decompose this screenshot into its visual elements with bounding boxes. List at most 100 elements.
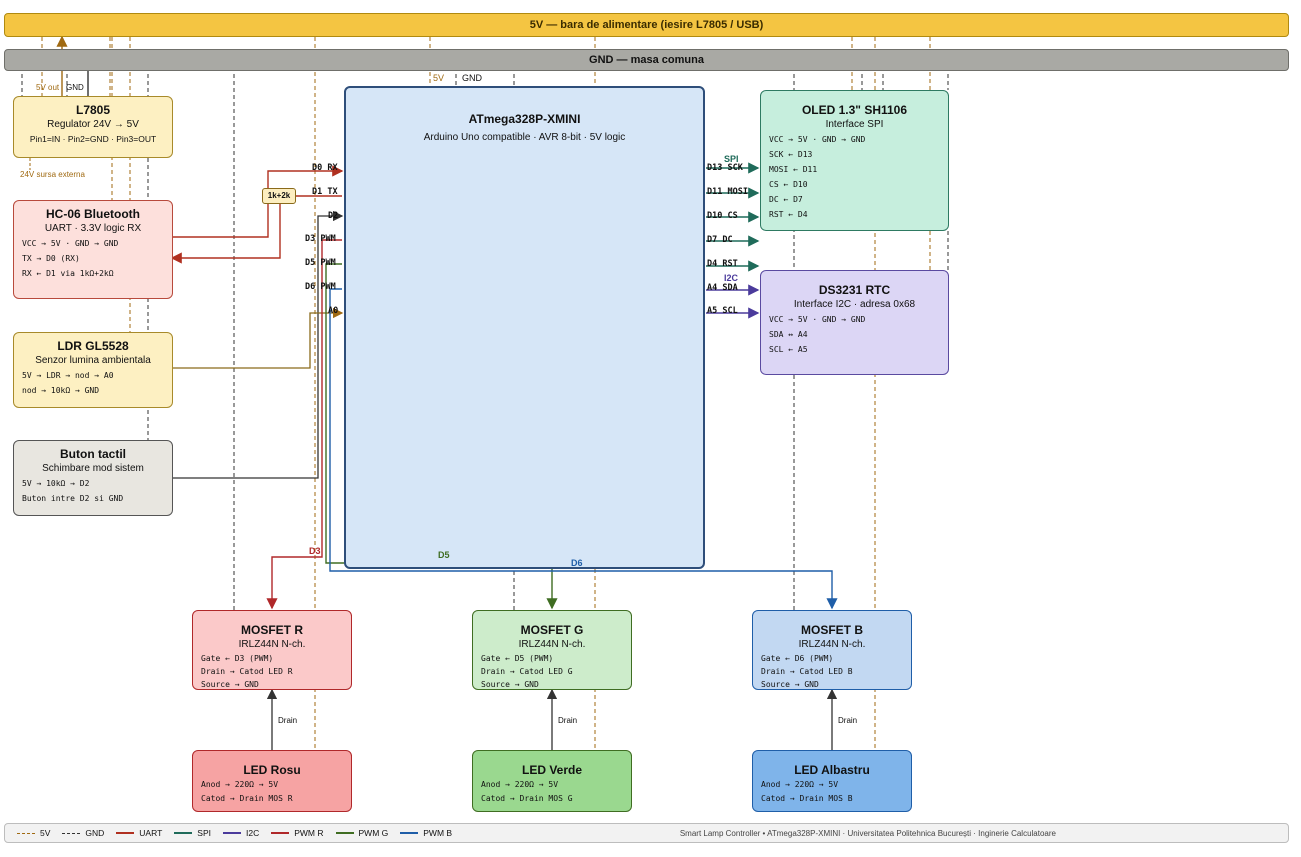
l7805-5v-out-label: 5V out: [36, 83, 60, 92]
pin-d5-pwm: D5 PWM: [305, 258, 336, 268]
mosfet-b-line: Drain → Catod LED B: [761, 667, 853, 676]
pin-d6-pwm: D6 PWM: [305, 282, 336, 292]
l7805-regulator-block: L7805 Regulator 24V → 5V Pin1=IN · Pin2=…: [13, 96, 173, 158]
led-blue-line: Anod → 220Ω → 5V: [761, 780, 839, 789]
5v-power-rail: 5V — bara de alimentare (iesire L7805 / …: [4, 13, 1289, 37]
pin-a4-sda: A4 SDA: [707, 283, 738, 293]
led-red-block: LED Rosu Anod → 220Ω → 5V Catod → Drain …: [192, 750, 352, 812]
oled-line: DC ← D7: [769, 195, 803, 204]
ext-24v-label: 24V sursa externa: [20, 170, 85, 179]
mosfet-g-subtitle: IRLZ44N N-ch.: [518, 639, 586, 650]
legend-item-gnd: GND: [62, 828, 104, 838]
button-line: 5V → 10kΩ → D2: [22, 479, 90, 488]
oled-title: OLED 1.3" SH1106: [801, 103, 908, 117]
pin-a5-scl: A5 SCL: [707, 306, 738, 316]
rtc-subtitle: Interface I2C · adresa 0x68: [793, 299, 916, 310]
drain-b-label: Drain: [838, 716, 858, 725]
pwm-r-wire-label: D3: [309, 546, 321, 556]
legend-label: 5V: [40, 828, 51, 838]
pin-d4-rst: D4 RST: [707, 259, 738, 269]
mosfet-r-block: MOSFET R IRLZ44N N-ch. Gate ← D3 (PWM) D…: [192, 610, 352, 690]
pwm-r-wire: [266, 239, 342, 610]
ldr-a0-wire: [172, 307, 344, 369]
gnd-rail: GND — masa comuna: [4, 49, 1289, 71]
pin-d11-mosi: D11 MOSI: [707, 187, 748, 197]
ldr-title: LDR GL5528: [57, 339, 129, 353]
pin-d7-dc: D7 DC: [707, 235, 733, 245]
legend-label: PWM G: [358, 828, 389, 838]
mcu-title: ATmega328P-XMINI: [468, 112, 581, 126]
pin-d3-pwm: D3 PWM: [305, 234, 336, 244]
oled-line: SCK ← D13: [769, 150, 813, 159]
l7805-pins: Pin1=IN · Pin2=GND · Pin3=OUT: [29, 134, 157, 144]
led-green-block: LED Verde Anod → 220Ω → 5V Catod → Drain…: [472, 750, 632, 812]
hc06-line: VCC → 5V · GND → GND: [22, 239, 119, 248]
rtc-line: VCC → 5V · GND → GND: [769, 315, 866, 324]
legend-item-i2c: I2C: [223, 828, 259, 838]
pin-d1-tx: D1 TX: [312, 187, 338, 197]
legend-item-uart: UART: [116, 828, 162, 838]
i2c-bus-label: I2C: [724, 273, 739, 283]
legend-item-spi: SPI: [174, 828, 211, 838]
led-blue-title: LED Albastru: [794, 763, 870, 777]
oled-line: MOSI ← D11: [769, 165, 818, 174]
mosfet-r-subtitle: IRLZ44N N-ch.: [238, 639, 306, 650]
legend-swatch-spi: [174, 832, 193, 834]
led-green-line: Anod → 220Ω → 5V: [481, 780, 559, 789]
pwm-g-wire-label: D5: [438, 550, 450, 560]
legend-swatch-i2c: [223, 832, 241, 834]
ldr-sensor-block: LDR GL5528 Senzor lumina ambientala 5V →…: [13, 332, 173, 408]
voltage-divider-tag: 1k+2k: [262, 188, 296, 204]
drain-g-label: Drain: [558, 716, 578, 725]
oled-line: CS ← D10: [769, 180, 808, 189]
legend-swatch-pwm-g: [335, 832, 354, 834]
mosfet-g-line: Drain → Catod LED G: [481, 667, 573, 676]
mosfet-g-block: MOSFET G IRLZ44N N-ch. Gate ← D5 (PWM) D…: [472, 610, 632, 690]
drain-r-label: Drain: [278, 716, 298, 725]
uart-tx-wire: [172, 165, 344, 238]
oled-display-block: OLED 1.3" SH1106 Interface SPI VCC → 5V …: [760, 90, 949, 231]
oled-subtitle: Interface SPI: [825, 119, 884, 130]
legend-item-pwm-r: PWM R: [271, 828, 324, 838]
button-line: Buton intre D2 si GND: [22, 494, 124, 503]
rtc-module-block: DS3231 RTC Interface I2C · adresa 0x68 V…: [760, 270, 949, 375]
voltage-divider-label: 1k+2k: [267, 191, 291, 200]
legend-swatch-uart: [116, 832, 135, 834]
legend-label: UART: [139, 828, 163, 838]
ldr-line: 5V → LDR → nod → A0: [22, 371, 114, 380]
l7805-title: L7805: [75, 103, 111, 117]
legend-label: GND: [85, 828, 105, 838]
oled-line: RST ← D4: [769, 210, 808, 219]
l7805-gnd-label: GND: [66, 83, 84, 92]
oled-line: VCC → 5V · GND → GND: [769, 135, 866, 144]
rtc-line: SDA ↔ A4: [769, 330, 808, 339]
l7805-subtitle: Regulator 24V → 5V: [47, 119, 139, 130]
hc06-line: TX → D0 (RX): [22, 254, 80, 263]
pin-d10-cs: D10 CS: [707, 211, 738, 221]
mcu-5v-label: 5V: [433, 73, 445, 83]
hc06-bluetooth-block: HC-06 Bluetooth UART · 3.3V logic RX VCC…: [13, 200, 173, 299]
mcu-gnd-label: GND: [462, 73, 482, 83]
pin-d13-sck: D13 SCK: [707, 163, 743, 173]
mosfet-b-line: Gate ← D6 (PWM): [761, 654, 834, 663]
legend-label: I2C: [246, 828, 260, 838]
legend-item-pwm-g: PWM G: [335, 828, 389, 838]
button-d2-wire: [172, 210, 344, 479]
legend-label: PWM R: [294, 828, 324, 838]
mosfet-g-line: Gate ← D5 (PWM): [481, 654, 554, 663]
mosfet-g-line: Source → GND: [481, 680, 539, 689]
led-blue-block: LED Albastru Anod → 220Ω → 5V Catod → Dr…: [752, 750, 912, 812]
ldr-line: nod → 10kΩ → GND: [22, 386, 100, 395]
hc06-line: RX ← D1 via 1kΩ+2kΩ: [22, 269, 114, 278]
pin-d2: D2: [328, 211, 339, 221]
rtc-line: SCL ← A5: [769, 345, 808, 354]
button-subtitle: Schimbare mod sistem: [42, 463, 144, 474]
mcu-subtitle: Arduino Uno compatible · AVR 8-bit · 5V …: [423, 132, 626, 143]
legend-swatch-5v: [17, 832, 35, 834]
legend-swatch-gnd: [62, 832, 81, 834]
mosfet-r-line: Source → GND: [201, 680, 259, 689]
mosfet-b-subtitle: IRLZ44N N-ch.: [798, 639, 866, 650]
mosfet-r-line: Drain → Catod LED R: [201, 667, 293, 676]
pin-a0: A0: [328, 306, 339, 316]
led-blue-line: Catod → Drain MOS B: [761, 794, 853, 803]
